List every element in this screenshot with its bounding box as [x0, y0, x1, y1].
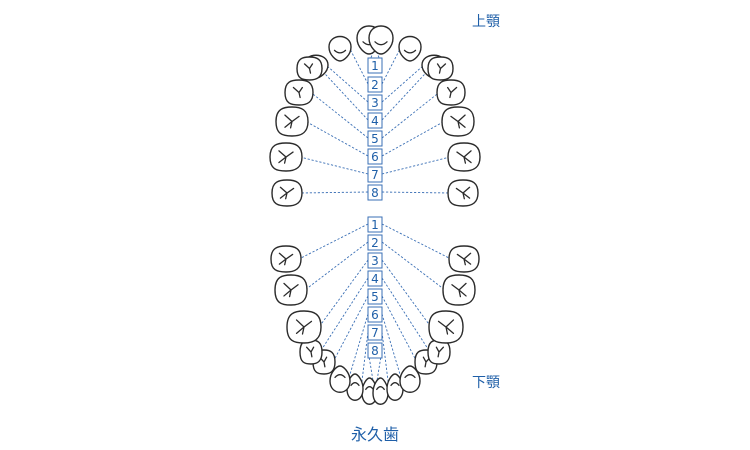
leader-upper-left-4: [319, 68, 369, 121]
leader-lower-left-4: [332, 295, 369, 363]
leader-lower-left-7: [304, 241, 369, 291]
tooth-fissure-lower-right-8: [456, 252, 472, 266]
leader-upper-left-2: [348, 46, 369, 85]
tooth-number-box-lower-1: [367, 216, 383, 233]
tooth-number-upper-6: 6: [371, 150, 379, 164]
tooth-number-box-lower-8: [367, 342, 383, 359]
tooth-number-lower-2: 2: [371, 236, 379, 250]
tooth-fissure-upper-right-4: [436, 63, 447, 74]
tooth-fissure-upper-right-5: [446, 86, 458, 99]
leader-lower-right-2: [381, 331, 390, 390]
tooth-upper-left-2: [328, 35, 352, 62]
tooth-number-upper-7: 7: [371, 168, 379, 182]
leader-lower-right-7: [381, 241, 446, 291]
tooth-number-lower-6: 6: [371, 308, 379, 322]
tooth-fissure-lower-right-5: [435, 346, 445, 358]
tooth-fissure-lower-right-3: [404, 374, 416, 379]
tooth-number-box-lower-6: [367, 306, 383, 323]
leader-lower-left-6: [318, 259, 369, 328]
tooth-number-box-upper-2: [367, 76, 383, 93]
tooth-number-box-upper-1: [367, 57, 383, 74]
leader-upper-left-6: [305, 121, 369, 157]
tooth-fissure-upper-left-6: [284, 114, 300, 129]
leader-upper-left-8: [299, 191, 369, 194]
tooth-number-box-upper-4: [367, 112, 383, 129]
tooth-fissure-lower-left-3: [334, 374, 346, 379]
leader-lower-right-4: [381, 295, 418, 363]
tooth-number-lower-3: 3: [371, 254, 379, 268]
tooth-number-lower-8: 8: [371, 344, 379, 358]
tooth-number-upper-4: 4: [371, 114, 379, 128]
leader-lines: [298, 37, 452, 394]
leader-lower-right-5: [381, 277, 431, 353]
tooth-fissure-upper-left-4: [303, 63, 314, 74]
leader-lower-left-8: [298, 223, 369, 260]
tooth-fissure-lower-right-7: [451, 282, 467, 298]
tooth-fissure-lower-right-6: [437, 319, 455, 335]
tooth-number-lower-4: 4: [371, 272, 379, 286]
tooth-fissure-upper-right-2: [403, 49, 417, 54]
tooth-number-box-upper-6: [367, 148, 383, 165]
tooth-fissure-upper-right-8: [455, 186, 471, 200]
tooth-fissure-upper-right-7: [456, 150, 472, 164]
tooth-fissure-upper-right-6: [450, 114, 466, 129]
tooth-number-upper-1: 1: [371, 59, 379, 73]
leader-upper-right-6: [381, 121, 445, 157]
tooth-fissure-lower-left-7: [283, 282, 299, 298]
tooth-number-upper-8: 8: [371, 186, 379, 200]
tooth-fissure-lower-left-6: [295, 319, 313, 335]
leader-lower-right-6: [381, 259, 432, 328]
tooth-upper-right-2: [398, 35, 422, 62]
tooth-number-lower-5: 5: [371, 290, 379, 304]
leader-upper-left-3: [325, 64, 369, 103]
tooth-number-box-lower-3: [367, 252, 383, 269]
diagram-caption: 永久歯: [350, 425, 399, 444]
tooth-fissure-lower-left-2: [350, 382, 360, 387]
leader-lower-left-3: [347, 313, 369, 382]
tooth-fissure-upper-left-5: [292, 86, 304, 99]
leader-upper-right-7: [381, 156, 451, 175]
tooth-fissure-upper-left-7: [278, 150, 294, 164]
leader-upper-right-5: [381, 92, 440, 139]
leader-lower-left-5: [319, 277, 369, 353]
tooth-fissure-upper-right-1: [374, 41, 388, 46]
leader-upper-right-8: [381, 191, 451, 194]
leader-upper-right-4: [381, 68, 431, 121]
tooth-number-box-upper-3: [367, 94, 383, 111]
tooth-fissure-upper-left-2: [333, 49, 347, 54]
tooth-lower-right-1: [372, 377, 389, 405]
tooth-fissure-lower-right-2: [390, 382, 400, 387]
tooth-number-box-lower-4: [367, 270, 383, 287]
tooth-number-box-lower-7: [367, 324, 383, 341]
tooth-fissure-lower-left-8: [278, 252, 294, 266]
tooth-number-box-upper-7: [367, 166, 383, 183]
tooth-fissure-lower-left-1: [365, 386, 374, 391]
tooth-fissure-lower-right-1: [376, 386, 385, 391]
tooth-number-box-upper-8: [367, 184, 383, 201]
leader-lower-right-3: [381, 313, 403, 382]
tooth-fissure-upper-left-8: [279, 186, 295, 200]
tooth-lower-left-3: [329, 365, 351, 393]
leader-upper-right-3: [381, 64, 425, 103]
tooth-number-box-lower-2: [367, 234, 383, 251]
leader-upper-right-2: [381, 46, 402, 85]
tooth-number-labels: 1 2 3 4 5 6 7 8 8 7 6 5 4 3 2 1: [367, 57, 383, 359]
tooth-number-lower-1: 1: [371, 218, 379, 232]
tooth-number-upper-2: 2: [371, 78, 379, 92]
upper-jaw-label: 上顎: [472, 14, 500, 30]
leader-upper-left-5: [310, 92, 369, 139]
lower-jaw-label: 下顎: [472, 375, 500, 391]
tooth-number-lower-7: 7: [371, 326, 379, 340]
tooth-fissure-lower-left-5: [305, 346, 315, 358]
tooth-upper-right-1: [368, 25, 394, 55]
tooth-number-upper-3: 3: [371, 96, 379, 110]
leader-lower-left-2: [360, 331, 369, 390]
leader-lower-right-8: [381, 223, 452, 260]
leader-upper-left-7: [299, 156, 369, 175]
tooth-number-box-lower-5: [367, 288, 383, 305]
teeth-group: [269, 25, 481, 405]
tooth-number-box-upper-5: [367, 130, 383, 147]
tooth-number-upper-5: 5: [371, 132, 379, 146]
